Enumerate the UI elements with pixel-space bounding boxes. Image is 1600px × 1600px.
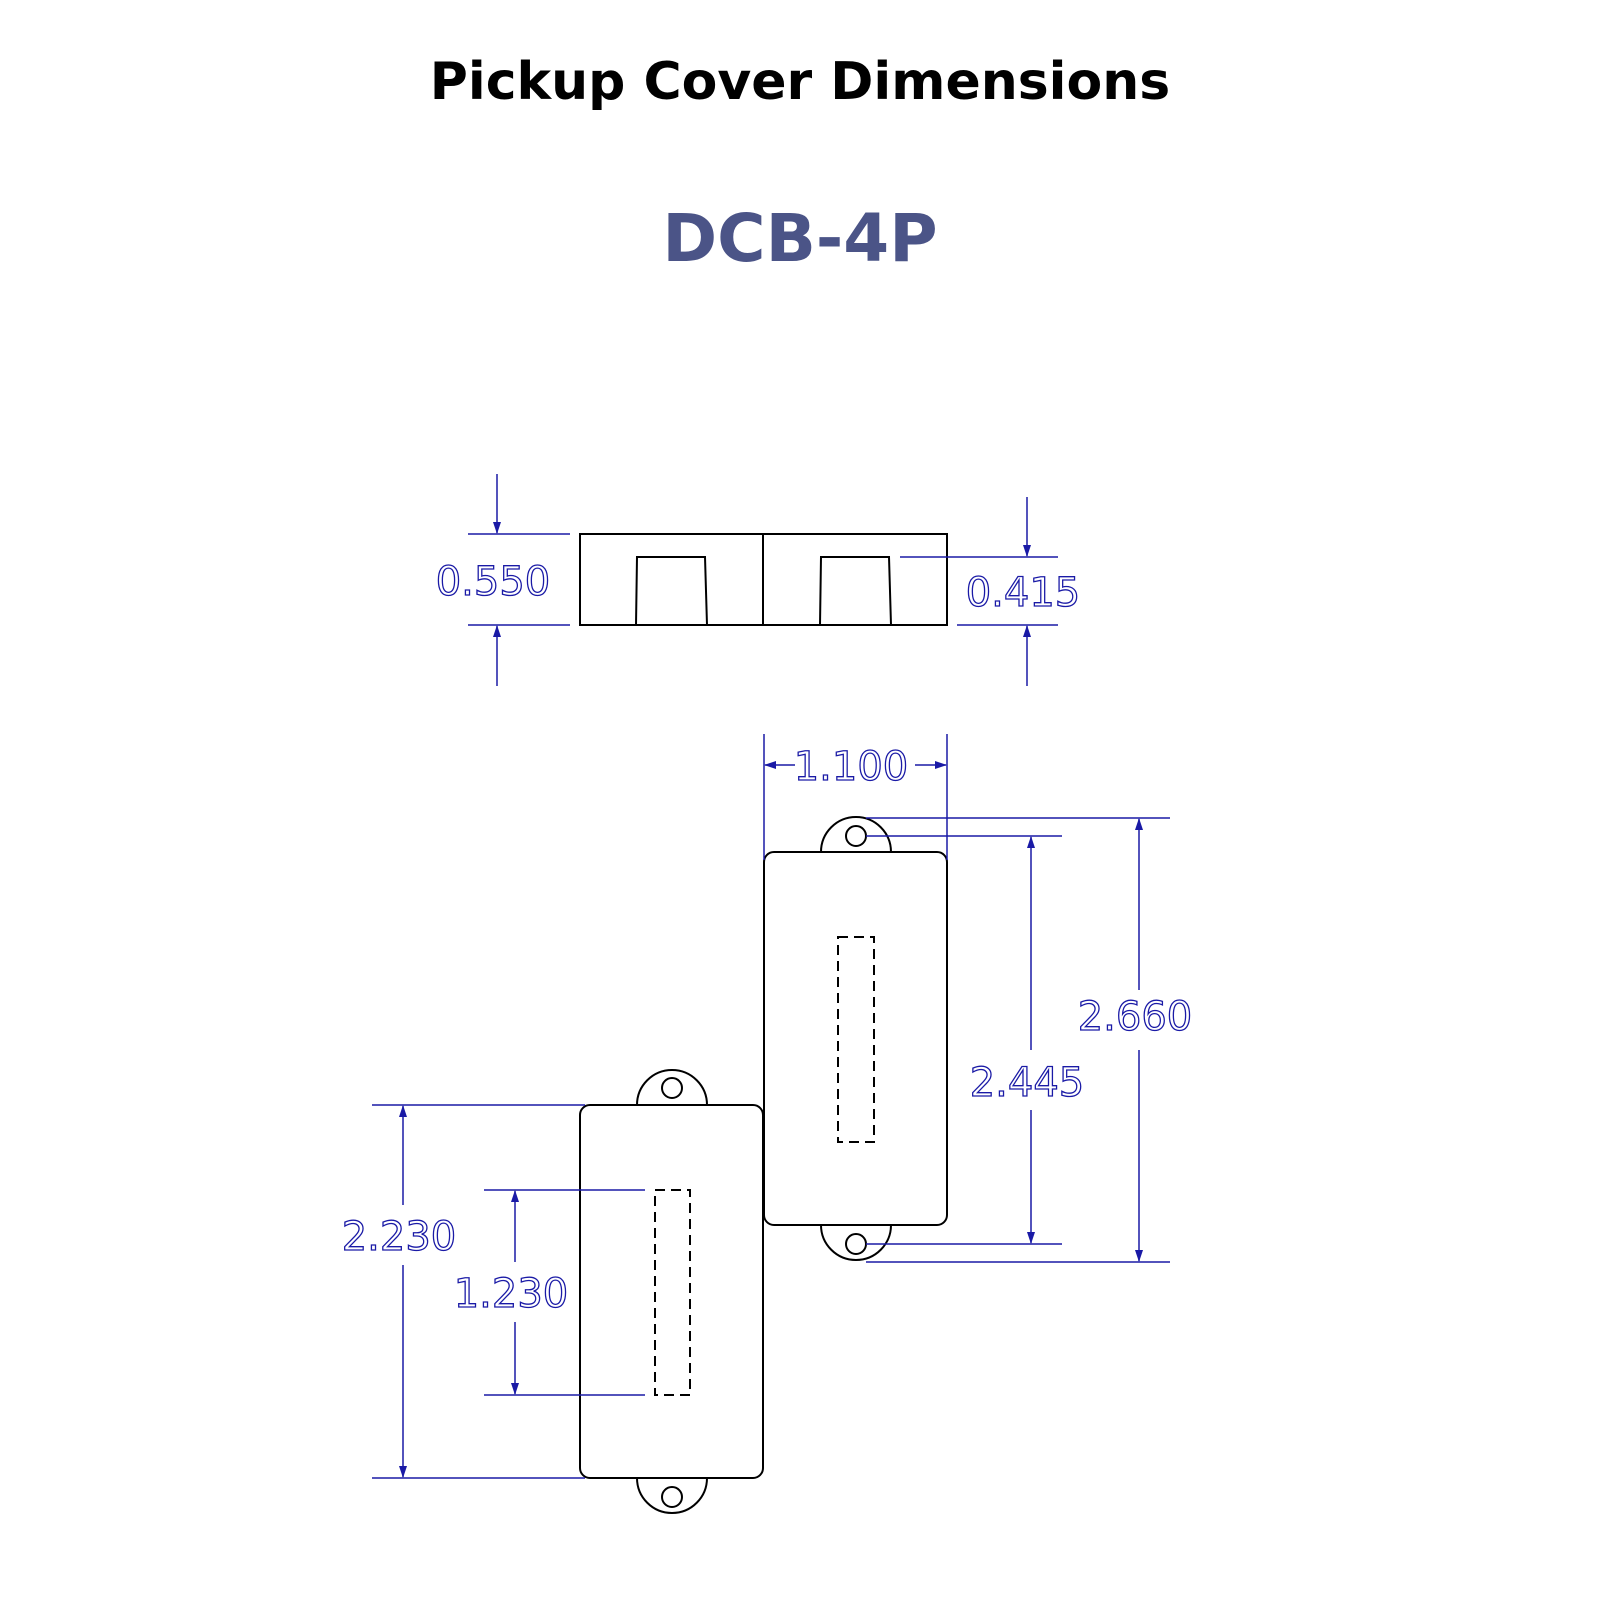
dimension-width: 1.100	[763, 734, 948, 860]
dimension-pole-piece-length: 1.230	[453, 1189, 645, 1396]
cover-body	[579, 1104, 764, 1479]
mounting-hole	[661, 1077, 683, 1099]
side-view-recess-left	[635, 556, 708, 626]
dimension-label: 2.660	[1078, 994, 1193, 1040]
mounting-hole	[845, 1233, 867, 1255]
cover-body	[763, 851, 948, 1226]
mounting-tab-bottom	[820, 1224, 892, 1261]
side-view	[579, 533, 948, 626]
dimension-height-recess: 0.415	[900, 497, 1081, 686]
dimension-length-body: 2.230	[341, 1104, 585, 1479]
pickup-top-view-left	[579, 1069, 764, 1514]
pickup-top-view-right	[763, 816, 948, 1261]
dimension-label: 0.550	[436, 559, 551, 605]
dimension-label: 1.100	[794, 744, 909, 790]
dimension-label: 2.445	[970, 1060, 1085, 1106]
mounting-tab-top	[820, 816, 892, 853]
side-view-recess-right	[819, 556, 892, 626]
dimension-height-overall: 0.550	[435, 474, 570, 686]
dimension-label: 1.230	[454, 1271, 569, 1317]
pole-piece-hidden-outline	[654, 1189, 691, 1396]
pole-piece-hidden-outline	[837, 936, 875, 1143]
mounting-hole	[845, 825, 867, 847]
page-title: Pickup Cover Dimensions	[429, 52, 1171, 112]
dimension-label: 0.415	[966, 570, 1081, 616]
dimension-length-with-tabs: 2.660	[866, 817, 1193, 1263]
dimension-label: 2.230	[342, 1214, 457, 1260]
mounting-tab-top	[636, 1069, 708, 1106]
dimension-mounting-hole-spacing: 2.445	[866, 835, 1085, 1245]
mounting-hole	[661, 1486, 683, 1508]
model-number: DCB-4P	[662, 200, 938, 277]
mounting-tab-bottom	[636, 1477, 708, 1514]
